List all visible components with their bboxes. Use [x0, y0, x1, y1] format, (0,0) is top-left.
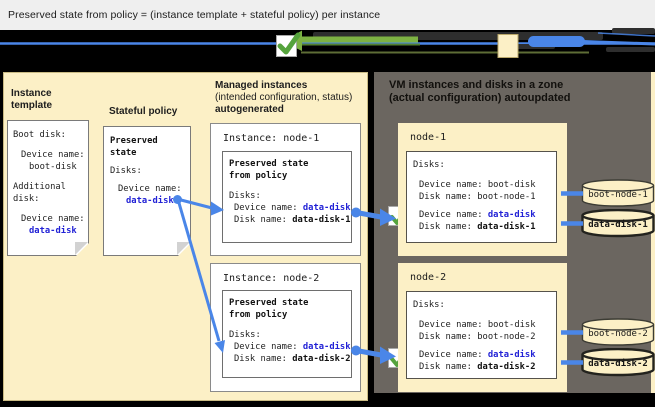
managed-instances-heading: Managed instances (intended configuratio… [215, 80, 353, 115]
preserved-state-box-node-2: Preserved state from policy Disks: Devic… [222, 290, 352, 378]
device-name-label: Device name: [21, 150, 85, 160]
disk-name-label: Disk name: [419, 192, 472, 202]
disk-label: data-disk-1 [588, 220, 648, 230]
device-name-label: Device name: [419, 320, 483, 330]
legend-text-illegible [313, 32, 475, 40]
disks-label: Disks: [229, 330, 261, 340]
data-device-value: data-disk [126, 196, 174, 206]
disk-name-label: Disk name: [234, 215, 287, 225]
instance-title: Instance: node-1 [223, 133, 320, 144]
preserved-from-policy2: from policy [229, 171, 288, 181]
disk-name-label: Disk name: [419, 362, 472, 372]
disk-label: boot-node-1 [588, 190, 648, 200]
instance-title: Instance: node-2 [223, 273, 320, 284]
device-name-label: Device name: [419, 210, 483, 220]
device-name-label: Device name: [234, 203, 298, 213]
device-value: data-disk [302, 203, 351, 213]
boot-device-value: boot-disk [487, 180, 536, 190]
disk-cylinder-boot-node-1: boot-node-1 [581, 179, 655, 208]
preserved-state-label: Preserved [110, 136, 158, 146]
instance-template-heading: Instance template [11, 88, 53, 111]
stateful-policy-heading: Stateful policy [109, 106, 178, 117]
device-name-label: Device name: [419, 350, 483, 360]
disks-label: Disks: [229, 191, 261, 201]
additional-disk-label2: disk: [13, 194, 40, 204]
boot-device-value: boot-disk [487, 320, 536, 330]
vm-node-2-disks-box: Disks: Device name: boot-disk Disk name:… [406, 291, 557, 379]
disk-value: data-disk-1 [292, 215, 351, 225]
device-name-label: Device name: [118, 184, 182, 194]
device-name-label: Device name: [419, 180, 483, 190]
disk-label: boot-node-2 [588, 329, 648, 339]
preserved-from-policy2: from policy [229, 310, 288, 320]
disk-cylinder-data-disk-1: data-disk-1 [581, 208, 655, 238]
preserved-state-label2: state [110, 148, 137, 158]
title-bar: Preserved state from policy = (instance … [0, 0, 655, 30]
additional-disk-label: Additional [13, 182, 66, 192]
disks-label: Disks: [110, 166, 142, 176]
node-name: node-2 [410, 272, 447, 283]
boot-disk-value: boot-node-1 [477, 192, 536, 202]
boot-disk-label: Boot disk: [13, 130, 66, 140]
vm-panel-heading: VM instances and disks in a zone (actual… [389, 79, 571, 104]
device-name-label: Device name: [21, 214, 85, 224]
preserved-state-box-node-1: Preserved state from policy Disks: Devic… [222, 151, 352, 243]
instance-template-doc: Boot disk: Device name: boot-disk Additi… [7, 120, 89, 256]
device-name-label: Device name: [234, 342, 298, 352]
data-disk-value: data-disk-2 [477, 362, 536, 372]
disk-name-label: Disk name: [419, 332, 472, 342]
disk-name-label: Disk name: [234, 354, 287, 364]
blue-connector-pill [528, 36, 585, 47]
green-check-icon [276, 32, 301, 57]
blue-line-thin [597, 32, 655, 37]
page-title: Preserved state from policy = (instance … [8, 9, 381, 21]
disk-name-label: Disk name: [419, 222, 472, 232]
blue-line [583, 40, 655, 46]
disk-label: data-disk-2 [588, 359, 648, 369]
disks-label: Disks: [413, 300, 445, 310]
disk-cylinder-boot-node-2: boot-node-2 [581, 318, 655, 347]
vm-node-1-disks-box: Disks: Device name: boot-disk Disk name:… [406, 151, 557, 243]
node-name: node-1 [410, 132, 447, 143]
data-device-value: data-disk [487, 210, 536, 220]
data-disk-value: data-disk-1 [477, 222, 536, 232]
preserved-from-policy: Preserved state [229, 298, 309, 308]
preserved-from-policy: Preserved state [229, 159, 309, 169]
disk-cylinder-data-disk-2: data-disk-2 [581, 347, 655, 377]
device-value: data-disk [302, 342, 351, 352]
legend-text-illegible [503, 44, 555, 49]
legend-text-illegible [455, 32, 603, 40]
disks-label: Disks: [413, 160, 445, 170]
boot-disk-value: boot-node-2 [477, 332, 536, 342]
legend-text-illegible [606, 47, 655, 52]
template-color-swatch [497, 34, 519, 58]
data-device-value: data-disk [29, 226, 77, 236]
data-device-value: data-disk [487, 350, 536, 360]
boot-device-value: boot-disk [29, 162, 77, 172]
stateful-policy-doc: Preserved state Disks: Device name: data… [103, 126, 191, 256]
disk-value: data-disk-2 [292, 354, 351, 364]
